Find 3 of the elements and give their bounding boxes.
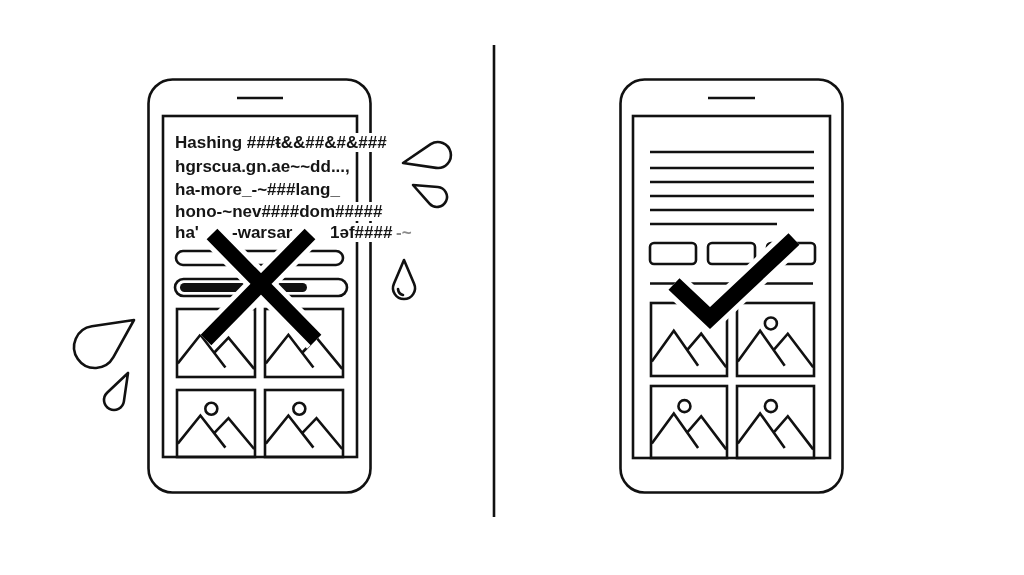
garbled-text: Hashing ###ŧ&&##&#&###: [175, 132, 387, 152]
garbled-text: hono-~nev####dom#####: [175, 201, 383, 221]
garbled-text: 1əf####: [330, 222, 393, 242]
